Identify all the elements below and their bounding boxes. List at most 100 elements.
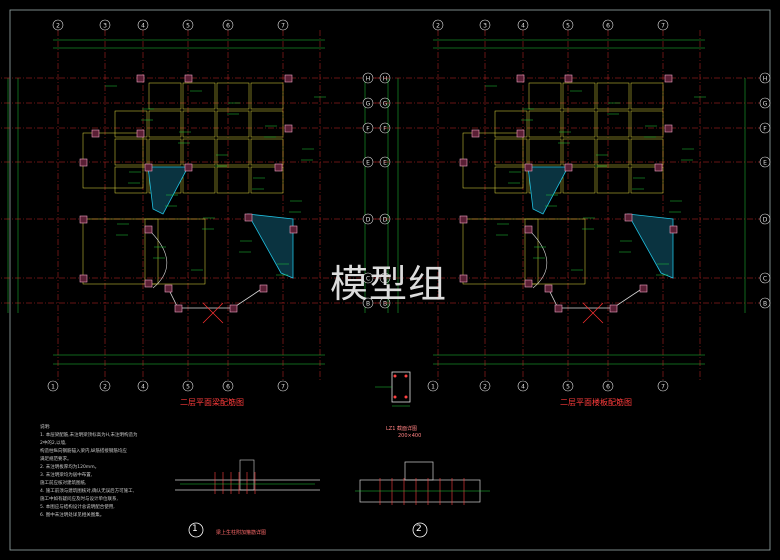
left-plan-axis-bottom-3-label: 5 bbox=[186, 384, 190, 391]
right-plan-axis-left-6-bubble bbox=[362, 297, 374, 309]
left-plan-column bbox=[144, 163, 153, 172]
right-plan-column bbox=[664, 124, 673, 133]
right-plan-axis-bottom-5-bubble bbox=[657, 380, 669, 392]
right-plan-title: 二层平面楼板配筋图 bbox=[560, 398, 632, 407]
left-plan-room-left-a bbox=[82, 132, 144, 189]
right-plan-beam-cell bbox=[596, 110, 630, 138]
right-plan-axis-right-4-label: D bbox=[763, 217, 768, 224]
left-plan-axis-bottom-3-bubble bbox=[182, 380, 194, 392]
right-plan-beam-cell bbox=[630, 138, 664, 166]
right-plan-axis-bottom-3-label: 5 bbox=[566, 384, 570, 391]
detail2-column bbox=[404, 461, 434, 481]
right-plan-axis-bottom-0-label: 1 bbox=[431, 384, 435, 391]
note-line: 说明: bbox=[40, 425, 51, 430]
detail1-bubble bbox=[188, 522, 204, 538]
right-plan-axis-bottom-1-bubble bbox=[479, 380, 491, 392]
detail1-number: 1 bbox=[192, 524, 198, 534]
detail2-number: 2 bbox=[416, 524, 422, 534]
right-plan-axis-top-4-bubble bbox=[602, 19, 614, 31]
right-plan-beam-cell bbox=[630, 82, 664, 110]
note-line: 4. 施工前须与建筑图核对,确认无误后方可施工, bbox=[40, 489, 135, 494]
left-plan-column bbox=[164, 284, 173, 293]
left-plan-beam-cell bbox=[148, 82, 182, 110]
left-plan-beam-cell bbox=[182, 138, 216, 166]
left-plan-column bbox=[79, 158, 88, 167]
right-plan-slab-edge bbox=[627, 213, 674, 279]
left-plan-axis-top-1-bubble bbox=[99, 19, 111, 31]
left-plan-axis-top-2-label: 4 bbox=[141, 23, 145, 30]
left-plan-beam-cell bbox=[114, 110, 148, 138]
left-plan-axis-bottom-4-bubble bbox=[222, 380, 234, 392]
right-plan-column bbox=[554, 304, 563, 313]
right-plan-column bbox=[564, 163, 573, 172]
left-plan-column bbox=[184, 163, 193, 172]
right-plan-axis-right-6-label: B bbox=[763, 301, 767, 308]
left-plan-column bbox=[79, 215, 88, 224]
left-plan-beam-cell bbox=[182, 110, 216, 138]
right-plan-axis-right-5-label: C bbox=[763, 276, 767, 283]
right-plan-column bbox=[459, 215, 468, 224]
right-plan-stair-void bbox=[527, 166, 569, 215]
right-plan-axis-bottom-4-label: 6 bbox=[606, 384, 610, 391]
left-plan-beam-cell bbox=[182, 82, 216, 110]
left-plan-column bbox=[144, 225, 153, 234]
left-plan-axis-right-5-label: C bbox=[383, 276, 387, 283]
watermark-text: 模型组 bbox=[330, 262, 448, 306]
note-line: 施工中如有疑问应及时与设计单位联系, bbox=[40, 497, 118, 502]
left-plan-room-left-c bbox=[144, 218, 206, 285]
left-plan-axis-top-1-label: 3 bbox=[103, 23, 107, 30]
right-plan-axis-bottom-2-label: 4 bbox=[521, 384, 525, 391]
right-plan-axis-right-1-label: G bbox=[763, 101, 768, 108]
right-plan-axis-left-1-label: G bbox=[366, 101, 371, 108]
right-plan-bay-window bbox=[547, 287, 644, 309]
right-plan-axis-left-6-label: B bbox=[366, 301, 370, 308]
design-notes: 说明: 1. 本层梁配筋,未注明梁顶标高为H,未注明构造为 2中的2,以墙, 构… bbox=[40, 424, 160, 520]
note-line: 2. 未注明板厚均为120mm。 bbox=[40, 465, 100, 470]
right-plan-axis-left-4-label: D bbox=[366, 217, 371, 224]
left-plan-column bbox=[229, 304, 238, 313]
page-frame bbox=[9, 9, 771, 551]
note-line: 构造柱纵向钢筋锚入梁内,纵筋搭接钢筋均应 bbox=[40, 449, 127, 454]
left-plan-beam-cell bbox=[250, 110, 284, 138]
right-plan-axis-left-5-bubble bbox=[362, 272, 374, 284]
right-plan-column bbox=[471, 129, 480, 138]
left-plan-beam-cell bbox=[216, 110, 250, 138]
left-plan-axis-right-4-label: D bbox=[383, 217, 388, 224]
right-plan-column bbox=[459, 158, 468, 167]
detail1-caption: 梁上生柱附加箍筋详图 bbox=[216, 530, 267, 536]
right-plan-room-left-a bbox=[462, 132, 524, 189]
right-plan-beam-cell bbox=[562, 138, 596, 166]
right-plan-axis-top-0-bubble bbox=[432, 19, 444, 31]
right-plan-void-cross bbox=[582, 302, 604, 324]
right-plan-axis-left-0-bubble bbox=[362, 72, 374, 84]
right-plan-beam-cell bbox=[528, 110, 562, 138]
detail2-bubble bbox=[412, 522, 428, 538]
right-plan-column bbox=[664, 74, 673, 83]
left-plan-axis-bottom-4-label: 6 bbox=[226, 384, 230, 391]
note-line: 3. 未注明梁均为居中布置, bbox=[40, 473, 93, 478]
right-plan-axis-left-3-label: E bbox=[366, 160, 370, 167]
right-plan-beam-cell bbox=[494, 166, 528, 194]
right-plan-axis-right-2-bubble bbox=[759, 122, 771, 134]
left-plan-axis-bottom-5-bubble bbox=[277, 380, 289, 392]
right-plan-axis-bottom-1-label: 2 bbox=[483, 384, 487, 391]
right-plan-column bbox=[624, 213, 633, 222]
right-plan-axis-top-0-label: 2 bbox=[436, 23, 440, 30]
left-plan-column bbox=[136, 74, 145, 83]
left-plan-beam-cell bbox=[148, 138, 182, 166]
column-rebar bbox=[404, 395, 408, 399]
left-plan-axis-bottom-1-bubble bbox=[99, 380, 111, 392]
left-plan-bay-window bbox=[167, 287, 264, 309]
right-plan-beam-cell bbox=[630, 110, 664, 138]
right-plan-axis-left-2-bubble bbox=[362, 122, 374, 134]
right-plan-column bbox=[544, 284, 553, 293]
right-plan-axis-top-2-bubble bbox=[517, 19, 529, 31]
note-line: 6. 图中未注明处详见相关图集。 bbox=[40, 513, 105, 518]
right-plan-axis-top-5-label: 7 bbox=[661, 23, 665, 30]
right-plan-axis-left-3-bubble bbox=[362, 156, 374, 168]
left-plan-beam-cell bbox=[216, 138, 250, 166]
left-plan-column bbox=[144, 279, 153, 288]
right-plan-beam-cell bbox=[494, 138, 528, 166]
right-plan-room-left-b bbox=[462, 218, 539, 285]
